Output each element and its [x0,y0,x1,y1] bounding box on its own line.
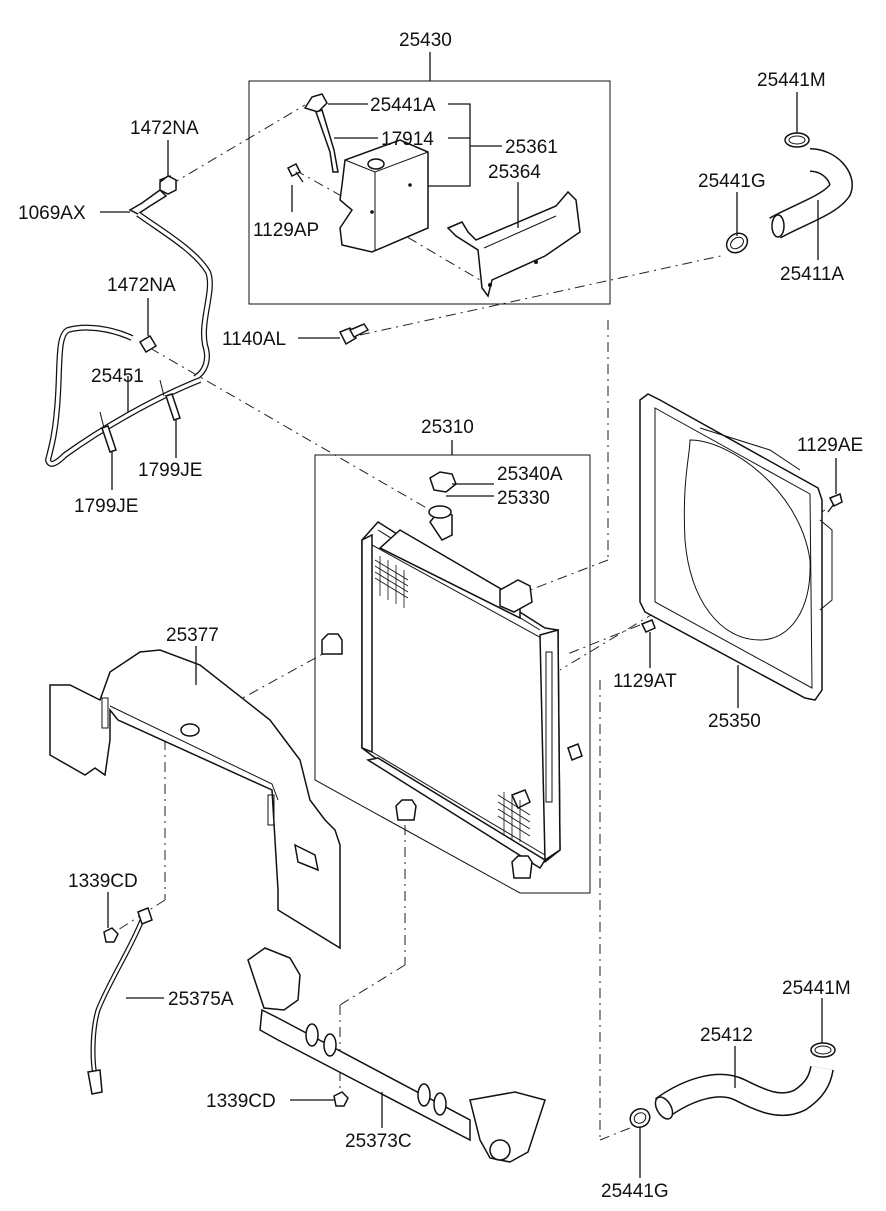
upper-hose-icon [769,148,853,239]
label-25411A[interactable]: 25411A [780,264,844,285]
lower-hose-icon [654,1065,834,1120]
label-1339CD-bottom[interactable]: 1339CD [206,1091,276,1112]
splash-guard-icon [49,649,341,950]
radiator-assembly-box [314,440,591,894]
bolt-1129AP-icon [286,162,304,183]
bolt-1129AT-icon [640,619,656,633]
clamp-25441M-top-icon [784,132,810,148]
drain-hose-icon [44,324,202,467]
reservoir-bracket-icon [446,190,581,298]
label-25375A[interactable]: 25375A [168,989,234,1010]
label-25441M-bottom[interactable]: 25441M [782,978,851,999]
label-1799JE-left[interactable]: 1799JE [74,496,138,517]
label-25364[interactable]: 25364 [488,162,541,183]
label-25373C[interactable]: 25373C [345,1131,412,1152]
label-1069AX[interactable]: 1069AX [18,203,86,224]
reservoir-tank-icon [339,139,429,253]
clamp-25441G-top-icon [725,232,749,254]
nut-1339CD-left-icon [103,927,119,943]
label-1339CD-left[interactable]: 1339CD [68,871,138,892]
label-25330[interactable]: 25330 [497,488,550,509]
label-25350[interactable]: 25350 [708,711,761,732]
radiator-mounts-icon [321,633,583,879]
radiator-icon [361,505,561,870]
label-25441A[interactable]: 25441A [370,95,436,116]
label-1799JE-right[interactable]: 1799JE [138,460,202,481]
label-1472NA-mid[interactable]: 1472NA [107,275,176,296]
label-17914[interactable]: 17914 [381,129,434,150]
label-1129AP[interactable]: 1129AP [253,220,319,241]
reservoir-cap-icon [303,93,339,173]
label-25377[interactable]: 25377 [166,625,219,646]
clamp-25441M-bottom-icon [810,1042,836,1058]
leader-lines [100,92,837,1178]
label-25441G-bottom[interactable]: 25441G [601,1181,669,1202]
label-1129AT[interactable]: 1129AT [613,671,677,692]
label-25441M-top[interactable]: 25441M [757,70,826,91]
label-1140AL[interactable]: 1140AL [222,329,286,350]
label-25340A[interactable]: 25340A [497,464,563,485]
label-1129AE[interactable]: 1129AE [797,435,863,456]
nut-1339CD-bottom-icon [333,1091,349,1107]
fan-shroud-icon [639,393,833,701]
bolt-1129AE-icon [827,492,843,513]
label-25451[interactable]: 25451 [91,366,144,387]
label-25310[interactable]: 25310 [421,417,474,438]
label-1472NA-top[interactable]: 1472NA [130,118,199,139]
part-number-labels: 25430 25441A 17914 25361 25364 1129AP 14… [18,30,863,1202]
label-25441G-top[interactable]: 25441G [698,171,766,192]
ground-strap-icon [87,907,153,1095]
crossmember-icon [247,947,546,1163]
bolt-1140AL-icon [338,323,370,346]
reservoir-assembly-box [248,52,611,305]
label-25412[interactable]: 25412 [700,1025,753,1046]
label-25430[interactable]: 25430 [399,30,452,51]
clamp-25441G-bottom-icon [629,1107,651,1129]
radiator-cap-icon [429,471,457,493]
label-25361[interactable]: 25361 [505,137,558,158]
